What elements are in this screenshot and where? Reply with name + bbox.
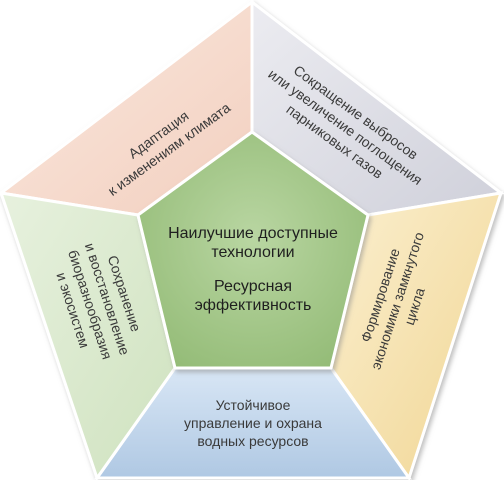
center-line-1: Наилучшие доступные	[168, 225, 338, 242]
center-pentagon	[136, 130, 370, 370]
center-line-3: Ресурсная	[214, 278, 292, 295]
center-line-2: технологии	[211, 244, 294, 261]
water-line-3: водных ресурсов	[197, 433, 308, 449]
water-line-2: управление и охрана	[184, 415, 322, 431]
water-line-1: Устойчивое	[216, 397, 291, 413]
center-label: Наилучшие доступные технологии Ресурсная…	[168, 225, 338, 314]
center-line-4: эффективность	[195, 297, 312, 314]
label-water: Устойчивое управление и охрана водных ре…	[184, 397, 322, 449]
